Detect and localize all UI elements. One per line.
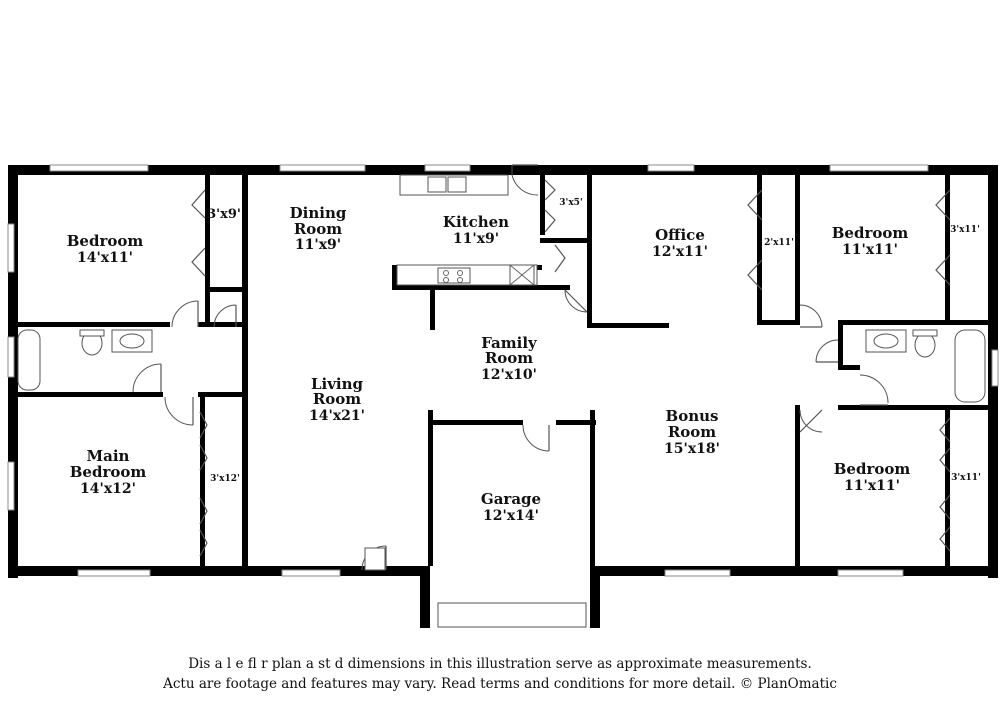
disclaimer-line-2: Actu are footage and features may vary. … [163, 676, 837, 692]
closet-ne-dim: 3'x11' [950, 225, 980, 235]
living-name-1: Living [311, 375, 364, 393]
closet-se-dim: 3'x11' [951, 473, 981, 483]
windows [7, 164, 999, 577]
kitchen-dim: 11'x9' [453, 231, 499, 247]
office-dim: 12'x11' [652, 244, 708, 260]
garage-door [437, 602, 587, 628]
garage-name: Garage [481, 490, 541, 508]
kitchen-fixtures [396, 174, 538, 286]
main-bedroom-name-1: Main [87, 447, 130, 465]
garage-dim: 12'x14' [483, 508, 539, 524]
closet-nw-dim: 3'x9' [207, 207, 241, 222]
office-name: Office [655, 226, 705, 244]
closet-office-dim: 2'x11' [764, 238, 794, 248]
family-name-1: Family [481, 334, 538, 352]
disclaimer-line-1: Dis a l e fl r plan a st d dimensions in… [188, 656, 812, 672]
bedroom-ne-name: Bedroom [832, 224, 909, 242]
bath-fixtures-west [17, 329, 153, 391]
closet-labels: 3'x9' 3'x5' 2'x11' 3'x11' 3'x12' 3'x11' [207, 198, 981, 484]
family-dim: 12'x10' [481, 367, 537, 383]
family-name-2: Room [485, 349, 533, 367]
bedroom-nw-name: Bedroom [67, 232, 144, 250]
bath-fixtures-east [865, 329, 986, 403]
living-name-2: Room [313, 390, 361, 408]
dining-dim: 11'x9' [295, 237, 341, 253]
doors [132, 164, 889, 571]
bedroom-nw-dim: 14'x11' [77, 250, 133, 266]
dining-name-2: Room [294, 220, 342, 238]
bonus-dim: 15'x18' [664, 441, 720, 457]
bedroom-ne-dim: 11'x11' [842, 242, 898, 258]
bedroom-se-name: Bedroom [834, 460, 911, 478]
closet-main-dim: 3'x12' [210, 474, 240, 484]
bonus-name-1: Bonus [666, 407, 719, 425]
bonus-name-2: Room [668, 423, 716, 441]
closet-pantry-dim: 3'x5' [559, 198, 582, 208]
dining-name-1: Dining [290, 204, 347, 222]
main-bedroom-name-2: Bedroom [70, 463, 147, 481]
closet-bifolds [191, 179, 951, 557]
kitchen-name: Kitchen [443, 213, 509, 231]
bedroom-se-dim: 11'x11' [844, 478, 900, 494]
main-bedroom-dim: 14'x12' [80, 481, 136, 497]
living-dim: 14'x21' [309, 408, 365, 424]
room-labels: Bedroom 14'x11' Dining Room 11'x9' Kitch… [67, 204, 911, 524]
